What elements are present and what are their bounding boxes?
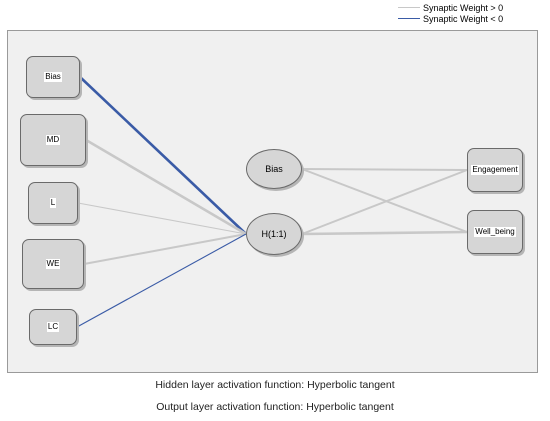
- input-node-lc: LC: [29, 309, 77, 345]
- hidden-activation-caption: Hidden layer activation function: Hyperb…: [155, 379, 395, 391]
- output-node-well-being: Well_being: [467, 210, 523, 254]
- hidden-node-h11-label: H(1:1): [261, 229, 287, 239]
- hidden-node-bias: Bias: [246, 149, 302, 189]
- connection-lines: [76, 76, 468, 328]
- output-activation-caption: Output layer activation function: Hyperb…: [156, 401, 394, 413]
- connection-in-l-to-hid-h: [77, 202, 247, 235]
- connection-in-md-to-hid-h: [85, 138, 247, 236]
- legend: Synaptic Weight > 0 Synaptic Weight < 0: [398, 2, 548, 26]
- legend-positive: Synaptic Weight > 0: [398, 2, 503, 13]
- network-diagram: Bias MD L WE LC Bias H(1:1) Engagement W…: [7, 30, 538, 373]
- input-node-we: WE: [22, 239, 84, 289]
- connection-in-we-to-hid-h: [83, 233, 247, 265]
- connection-hid-bias-to-out-wb: [301, 168, 468, 233]
- input-node-bias: Bias: [26, 56, 80, 98]
- connection-in-lc-to-hid-h: [76, 233, 247, 328]
- legend-negative-label: Synaptic Weight < 0: [423, 13, 504, 24]
- legend-negative-swatch: [398, 18, 420, 19]
- connection-in-bias-to-hid-h: [79, 76, 247, 235]
- input-node-l-label: L: [49, 198, 57, 208]
- input-node-bias-label: Bias: [44, 72, 62, 82]
- hidden-node-h11: H(1:1): [246, 213, 302, 255]
- connection-hid-bias-to-out-eng: [301, 168, 468, 171]
- output-node-engagement: Engagement: [467, 148, 523, 192]
- input-node-lc-label: LC: [46, 322, 60, 332]
- output-node-engagement-label: Engagement: [471, 165, 519, 175]
- legend-positive-label: Synaptic Weight > 0: [423, 2, 504, 13]
- connection-hid-h-to-out-eng: [301, 169, 468, 235]
- input-node-l: L: [28, 182, 78, 224]
- input-node-md: MD: [20, 114, 86, 166]
- hidden-node-bias-label: Bias: [265, 164, 283, 174]
- legend-negative: Synaptic Weight < 0: [398, 13, 503, 24]
- connection-hid-h-to-out-wb: [301, 230, 468, 236]
- legend-positive-swatch: [398, 7, 420, 8]
- output-node-well-being-label: Well_being: [474, 227, 516, 237]
- input-node-md-label: MD: [45, 135, 61, 145]
- input-node-we-label: WE: [45, 259, 61, 269]
